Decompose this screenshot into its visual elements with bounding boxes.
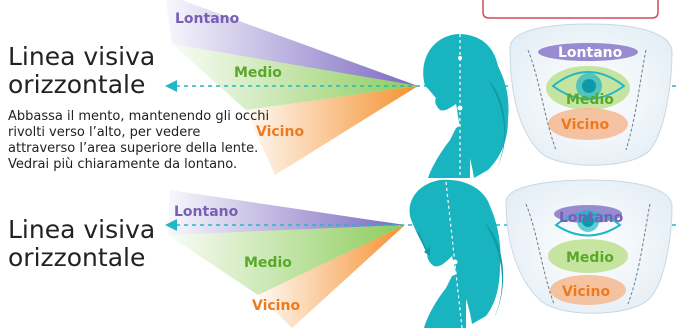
bottom-title-line2: orizzontale [8, 243, 146, 272]
bottom-fan-label-near: Vicino [252, 298, 300, 314]
bottom-lens [505, 179, 673, 314]
bottom-lens-zone-near [550, 275, 626, 305]
bottom-lens-label-far: Lontano [559, 210, 624, 226]
top-title-line2: orizzontale [8, 70, 146, 99]
top-head-pivot [457, 105, 463, 111]
bottom-lens-label-mid: Medio [566, 250, 614, 266]
callout-box [482, 0, 659, 19]
top-fan-label-mid: Medio [234, 65, 282, 81]
top-fan-label-near: Vicino [256, 124, 304, 140]
bottom-lens-zone-mid [548, 239, 628, 273]
bottom-lens-corridor-right [627, 203, 651, 305]
top-lens-eye-icon [551, 71, 626, 100]
top-lens [509, 23, 673, 166]
bottom-fan-far [168, 190, 405, 235]
top-lens-pupil [582, 79, 596, 93]
bottom-lens-eye-icon [554, 211, 622, 237]
top-sight-fan [165, 0, 418, 175]
bottom-sight-arrow-icon [165, 219, 177, 231]
top-fan-far [165, 0, 418, 86]
top-fan-near [246, 86, 418, 175]
top-title-line1: Linea visiva [8, 42, 156, 71]
top-fan-mid [172, 44, 418, 110]
top-lens-label-mid: Medio [566, 92, 614, 108]
top-lens-zone-far [538, 43, 638, 61]
bottom-head-pivot [452, 259, 458, 265]
top-lens-zone-near [548, 108, 628, 140]
top-head-silhouette-icon [423, 34, 509, 178]
bottom-title-line1: Linea visiva [8, 215, 156, 244]
bottom-fan-label-far: Lontano [174, 204, 239, 220]
bottom-head-silhouette-icon [409, 179, 504, 328]
bottom-lens-corridor-left [525, 203, 555, 305]
bottom-fan-near [258, 225, 405, 328]
top-lens-corridor-left [527, 49, 557, 151]
bottom-fan-mid [168, 225, 405, 295]
bottom-sight-fan [168, 190, 405, 328]
top-lens-corridor-right [625, 49, 647, 151]
top-fan-label-far: Lontano [175, 11, 240, 27]
bottom-head-axis [445, 181, 463, 328]
top-description: Abbassa il mento, mantenendo gli occhi r… [8, 109, 270, 172]
bottom-lens-pupil [582, 215, 594, 227]
top-head-mark [458, 56, 462, 60]
bottom-head-tilt-arrowhead [424, 246, 430, 256]
top-lens-label-far: Lontano [558, 45, 623, 61]
top-sight-arrow-icon [165, 80, 177, 92]
top-lens-label-near: Vicino [561, 117, 609, 133]
bottom-head-tilt-arrow-icon [417, 231, 427, 251]
bottom-lens-label-near: Vicino [562, 284, 610, 300]
bottom-fan-label-mid: Medio [244, 255, 292, 271]
